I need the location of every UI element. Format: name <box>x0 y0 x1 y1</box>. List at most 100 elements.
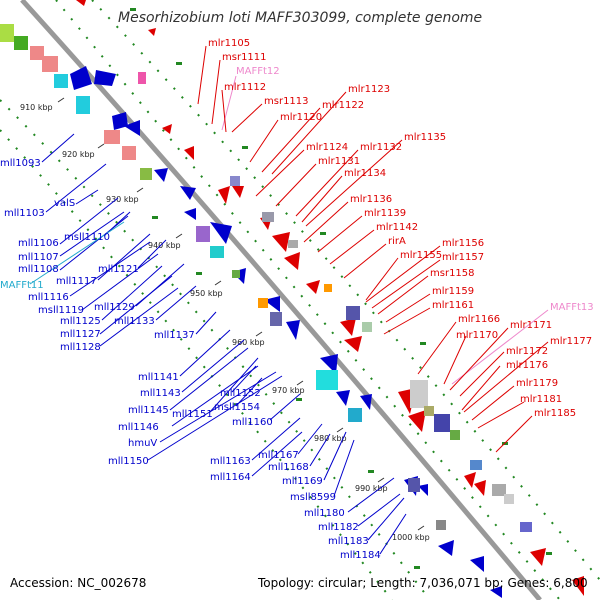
track-marker <box>196 272 202 275</box>
gene-block <box>520 522 532 532</box>
gene-block <box>470 460 482 470</box>
gene-block <box>196 226 210 242</box>
gene-label: mlr1120 <box>280 112 322 123</box>
gene-label: mlr1156 <box>442 238 484 249</box>
topology-text: Topology: circular; Length: 7,036,071 bp… <box>258 576 588 590</box>
reverse-gene <box>210 222 232 244</box>
gene-label: mlr1157 <box>442 252 484 263</box>
reverse-gene <box>94 70 116 86</box>
outer-reverse-guide <box>0 129 393 600</box>
gene-label: msr1113 <box>264 96 309 107</box>
forward-gene <box>218 186 230 204</box>
tick-label: 920 kbp <box>62 150 95 159</box>
gene-block <box>42 56 58 72</box>
gene-label: mlr1161 <box>432 300 474 311</box>
forward-blocks <box>138 72 532 532</box>
gene-block <box>138 72 146 84</box>
gene-label: mll1146 <box>118 422 159 433</box>
gene-block <box>104 130 120 144</box>
gene-block <box>210 246 224 258</box>
reverse-blocks <box>0 24 446 530</box>
gene-block <box>504 494 514 504</box>
reverse-gene <box>180 186 196 200</box>
reverse-gene <box>418 484 428 496</box>
gene-label: msll1110 <box>64 232 110 243</box>
gene-label: mlr1176 <box>506 360 548 371</box>
gene-label: mlr1134 <box>344 168 386 179</box>
gene-label: mll1145 <box>128 405 169 416</box>
gene-block <box>262 212 274 222</box>
tick-label: 910 kbp <box>20 103 53 112</box>
gene-label: mlr1135 <box>404 132 446 143</box>
forward-gene <box>232 186 244 198</box>
tick-labels: 910 kbp 920 kbp 930 kbp 940 kbp 950 kbp … <box>20 103 430 542</box>
gene-block <box>348 408 362 422</box>
tick-marks <box>57 97 425 531</box>
reverse-gene <box>154 168 168 182</box>
gene-label: mlr1142 <box>376 222 418 233</box>
reverse-gene-labels: mll1093 valS mll1103 mll1106 msll1110 ml… <box>0 158 381 561</box>
track-marker <box>320 232 326 235</box>
gene-label: mll1106 <box>18 238 59 249</box>
gene-label: mll1183 <box>328 536 369 547</box>
gene-label: mll1184 <box>340 550 381 561</box>
reverse-gene <box>184 208 196 220</box>
reverse-gene <box>112 112 128 130</box>
gene-label: mll1143 <box>140 388 181 399</box>
gene-label: mlr1136 <box>350 194 392 205</box>
gene-block <box>270 312 282 326</box>
gene-block <box>230 176 240 186</box>
gene-label: mll1152 <box>220 388 261 399</box>
gene-block <box>410 380 428 408</box>
track-marker <box>296 398 302 401</box>
reverse-gene <box>470 556 484 572</box>
gene-label: mlr1105 <box>208 38 250 49</box>
gene-block <box>122 146 136 160</box>
gene-block <box>434 414 450 432</box>
forward-genes <box>76 0 584 596</box>
gene-label: mlr1179 <box>516 378 558 389</box>
gene-label: mlr1112 <box>224 82 266 93</box>
tick-label: 930 kbp <box>106 195 139 204</box>
gene-block <box>14 36 28 50</box>
gene-block <box>424 406 434 416</box>
gene-label: mll1128 <box>60 342 101 353</box>
forward-gene <box>76 0 86 6</box>
gene-label: mll1180 <box>304 508 345 519</box>
gene-label: mll1107 <box>18 252 59 263</box>
gene-label: mlr1171 <box>510 320 552 331</box>
gene-label: MAFFt13 <box>550 302 594 313</box>
forward-gene <box>530 548 546 566</box>
forward-gene <box>340 318 356 336</box>
gene-label: mlr1123 <box>348 84 390 95</box>
forward-gene <box>306 280 320 294</box>
gene-label: mlr1185 <box>534 408 576 419</box>
gene-label: mlr1131 <box>318 156 360 167</box>
gene-block <box>140 168 152 180</box>
reverse-gene <box>320 354 338 374</box>
gene-label: mll1168 <box>268 462 309 473</box>
gene-block <box>288 240 298 248</box>
tick-label: 940 kbp <box>148 241 181 250</box>
gene-block <box>54 74 68 88</box>
reverse-gene <box>438 540 454 556</box>
forward-gene <box>572 576 584 596</box>
gene-label: mlr1172 <box>506 346 548 357</box>
gene-label: mlr1159 <box>432 286 474 297</box>
tick-label: 960 kbp <box>232 338 265 347</box>
gene-label: mlr1155 <box>400 250 442 261</box>
forward-gene-labels: mlr1105 msr1111 MAFFt12 mlr1112 msr1113 … <box>208 38 594 419</box>
gene-label: valS <box>54 198 75 209</box>
gene-label: mll1150 <box>108 456 149 467</box>
gene-block <box>492 484 506 496</box>
track-markers <box>130 8 552 569</box>
gene-label: mll1164 <box>210 472 251 483</box>
tick-label: 980 kbp <box>314 434 347 443</box>
map-title: Mesorhizobium loti MAFF303099, complete … <box>118 10 483 26</box>
gene-label: rirA <box>388 236 406 247</box>
reverse-gene <box>490 586 502 598</box>
reverse-gene <box>336 390 350 406</box>
